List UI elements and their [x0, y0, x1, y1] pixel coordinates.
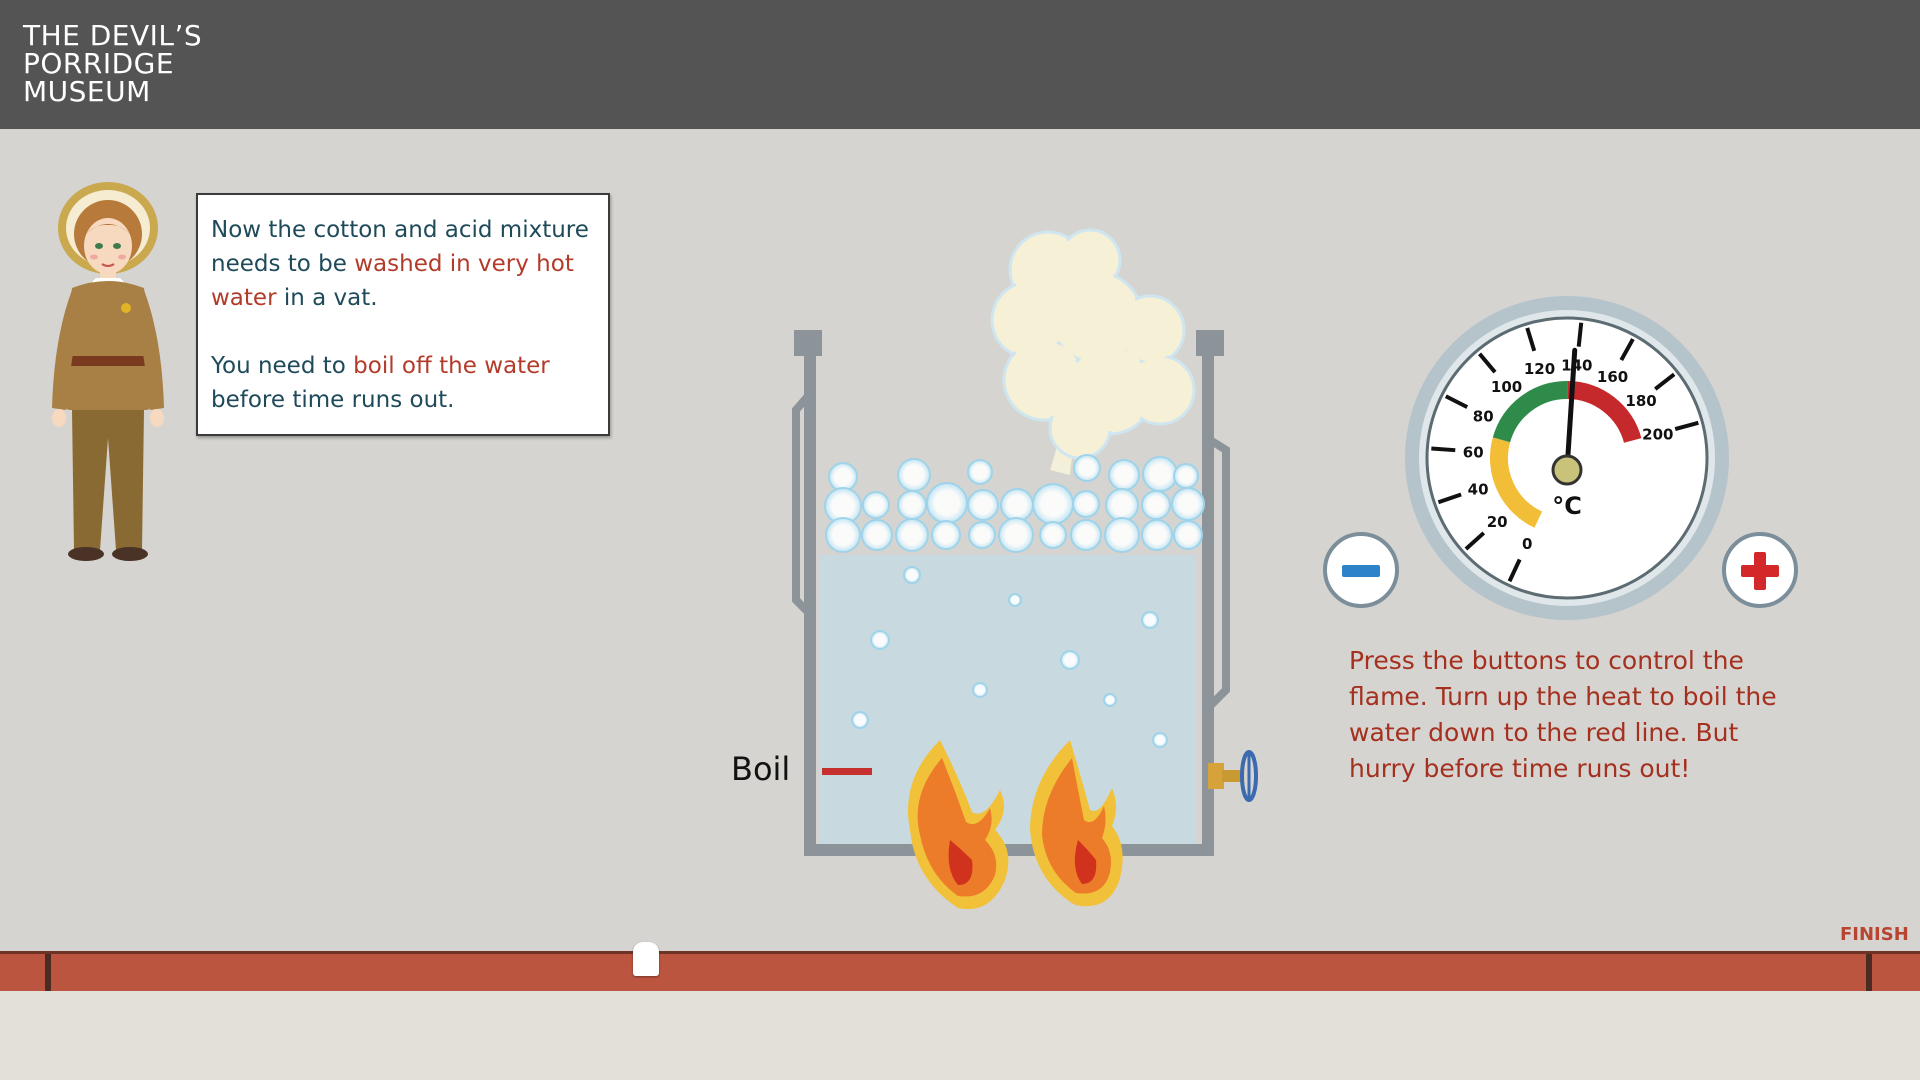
instructions-text: Press the buttons to control the flame. … — [1349, 646, 1777, 783]
speech-text: in a vat. — [276, 285, 378, 311]
time-progress-bar — [0, 942, 1920, 991]
decrease-heat-button[interactable] — [1323, 532, 1399, 608]
boil-label: Boil — [731, 750, 791, 788]
guide-character — [52, 182, 164, 561]
minus-icon — [1342, 565, 1380, 577]
speech-highlight: washed in very hot water — [211, 251, 574, 311]
speech-paragraph-2: You need to boil off the water before ti… — [211, 349, 596, 417]
progress-knob — [632, 942, 659, 976]
logo-line-1: THE DEVIL’S — [23, 19, 203, 52]
finish-marker — [1866, 954, 1872, 991]
speech-text: before time runs out. — [211, 387, 455, 413]
museum-logo[interactable]: THE DEVIL’S PORRIDGE MUSEUM — [23, 22, 263, 106]
plus-icon — [1741, 552, 1779, 590]
header-bar: THE DEVIL’S PORRIDGE MUSEUM — [0, 0, 1920, 129]
logo-line-3: MUSEUM — [23, 75, 151, 108]
footer-area — [0, 991, 1920, 1080]
start-marker — [45, 954, 51, 991]
speech-text: You need to — [211, 353, 354, 379]
logo-line-2: PORRIDGE — [23, 47, 175, 80]
speech-text: Now the cotton and acid mixture needs to… — [211, 217, 589, 277]
increase-heat-button[interactable] — [1722, 532, 1798, 608]
finish-label: FINISH — [1840, 924, 1909, 945]
speech-bubble: Now the cotton and acid mixture needs to… — [196, 193, 610, 436]
speech-highlight: boil off the water — [353, 353, 550, 379]
speech-paragraph-1: Now the cotton and acid mixture needs to… — [211, 213, 596, 315]
